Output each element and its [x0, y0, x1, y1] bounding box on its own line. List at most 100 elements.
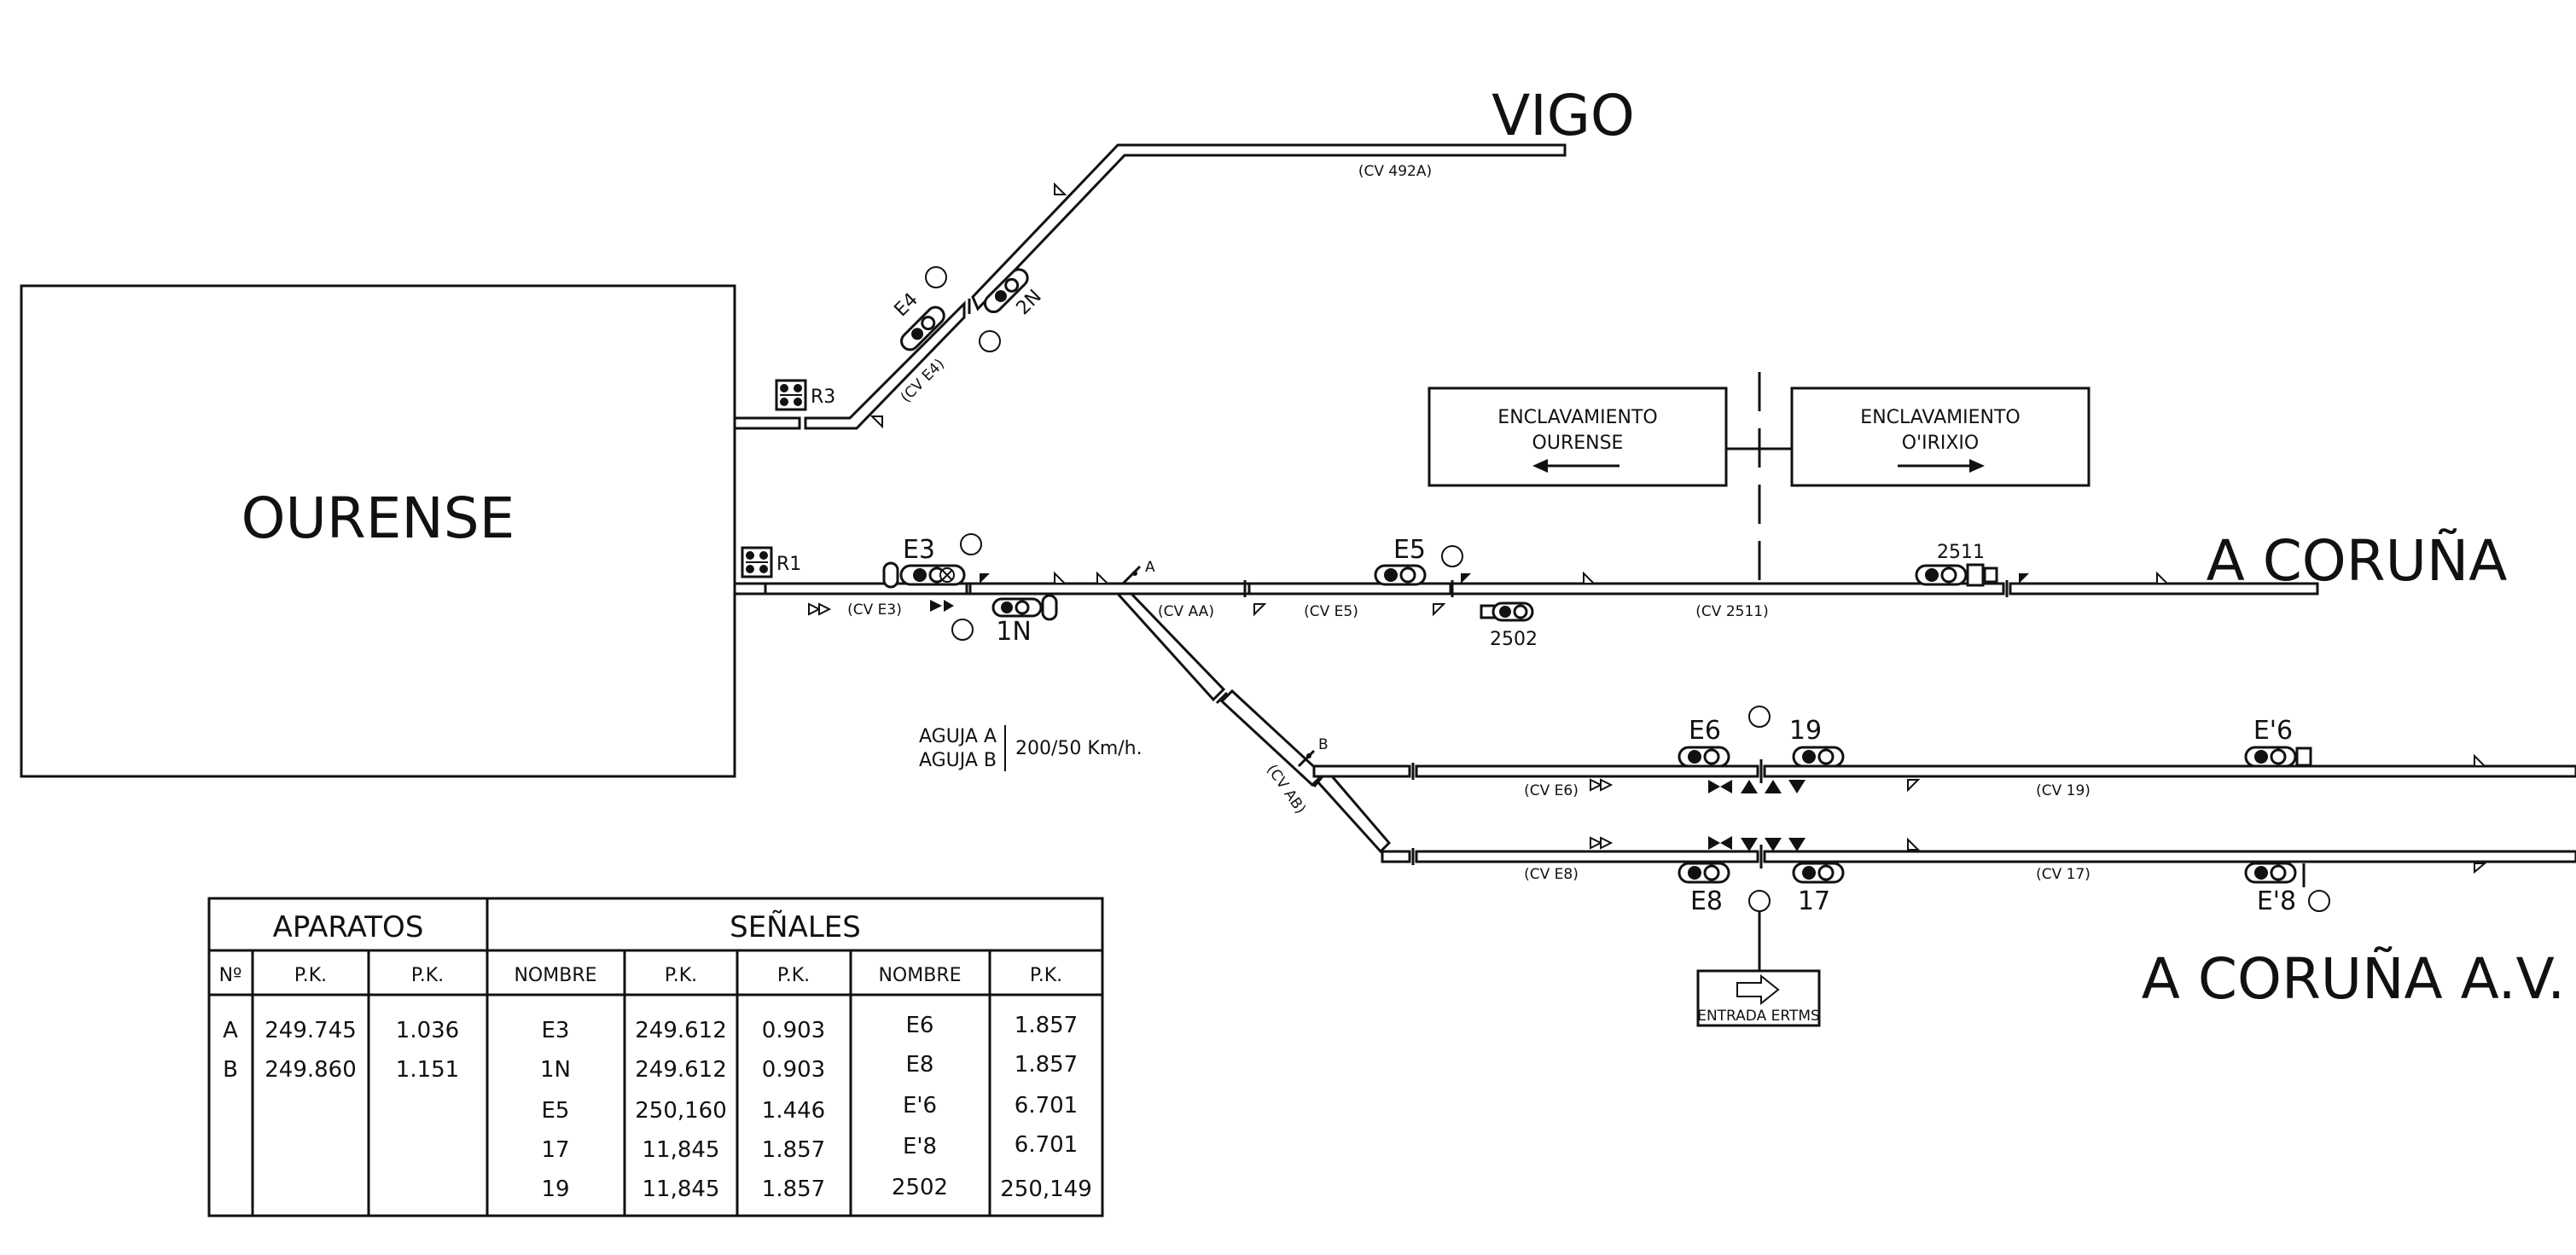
table-header-senales: SEÑALES	[730, 910, 861, 944]
signal-1n-label: 1N	[996, 617, 1032, 647]
signal-2502-label: 2502	[1490, 629, 1538, 650]
signal-2502	[1480, 601, 1534, 622]
a-coruna-av-label: A CORUÑA A.V.	[2142, 946, 2565, 1012]
signal-e6-prime	[2244, 746, 2312, 768]
switch-b-marker	[1297, 749, 1316, 768]
track-flags-lower	[1590, 753, 2487, 874]
interlocking-oirixio-line1: ENCLAVAMIENTO	[1860, 407, 2020, 428]
col-header-pk: P.K.	[294, 965, 327, 986]
switch-a-label: A	[1145, 559, 1155, 576]
signal-2511	[1915, 563, 2029, 587]
signal-e8-label: E8	[1690, 886, 1723, 916]
interlocking-ourense-line2: OURENSE	[1532, 433, 1624, 454]
table-cell: E6	[906, 1013, 934, 1038]
signal-2511-label: 2511	[1937, 542, 1985, 563]
signal-17	[1792, 862, 1845, 884]
ourense-station-box	[20, 284, 736, 778]
circuit-cv492a: (CV 492A)	[1358, 163, 1432, 180]
arrow-right-outline-icon	[1736, 973, 1780, 1006]
signal-e5-label: E5	[1393, 535, 1426, 565]
ertms-mark-e8-prime	[2308, 890, 2330, 912]
table-cell: 249.860	[265, 1057, 357, 1083]
col-header-no: Nº	[219, 965, 242, 986]
signal-e5	[1374, 564, 1471, 586]
ertms-mark-e5	[1441, 545, 1463, 567]
col-header-pk: P.K.	[411, 965, 444, 986]
circuit-cve8: (CV E8)	[1524, 866, 1579, 883]
speed-note-line1: AGUJA A	[919, 726, 997, 747]
ertms-mark-e6	[1748, 706, 1771, 728]
circuit-cvaa: (CV AA)	[1158, 603, 1214, 620]
table-cell: 2502	[892, 1175, 948, 1200]
table-cell: E'8	[903, 1134, 937, 1159]
interlocking-ourense-line1: ENCLAVAMIENTO	[1497, 407, 1657, 428]
ertms-entrance-box	[1696, 969, 1821, 1027]
boundary-line	[1726, 372, 1792, 580]
vigo-track	[733, 143, 1567, 430]
switch-a-marker	[1121, 565, 1142, 585]
table-cell: 17	[541, 1137, 569, 1163]
table-cell: E'6	[903, 1093, 937, 1118]
signal-e3	[882, 561, 966, 589]
signal-r1-label: R1	[776, 554, 801, 575]
signal-e6-prime-label: E'6	[2253, 716, 2293, 746]
table-cell: A	[223, 1018, 238, 1043]
signal-r3	[775, 379, 807, 411]
table-cell: 6.701	[1015, 1093, 1078, 1118]
interlocking-oirixio-box	[1790, 386, 2090, 487]
table-cell: 1.857	[1015, 1052, 1078, 1078]
ourense-label: OURENSE	[241, 485, 515, 551]
col-header-nombre: NOMBRE	[878, 965, 961, 986]
table-cell: 250,160	[635, 1098, 727, 1124]
col-header-pk: P.K.	[777, 965, 810, 986]
marker-e3	[980, 573, 990, 584]
signal-e8	[1678, 862, 1730, 884]
circuit-cve5: (CV E5)	[1304, 603, 1358, 620]
arrow-right-icon	[1898, 459, 1985, 473]
ertms-mark-2n	[979, 330, 1001, 352]
signal-e3-label: E3	[903, 535, 935, 565]
circuit-cve6: (CV E6)	[1524, 782, 1579, 799]
arrow-left-icon	[1532, 459, 1619, 473]
speed-note-value: 200/50 Km/h.	[1015, 738, 1143, 759]
table-cell: 11,845	[643, 1177, 720, 1202]
circuit-cv17: (CV 17)	[2036, 866, 2090, 883]
ertms-mark-1n	[951, 619, 974, 641]
interlocking-oirixio-line2: O'IRIXIO	[1902, 433, 1980, 454]
signal-e6	[1678, 746, 1730, 768]
table-cell: 1.857	[1015, 1013, 1078, 1038]
signal-e4	[900, 305, 945, 352]
switch-b-label: B	[1318, 736, 1329, 753]
table-cell: 1.151	[396, 1057, 459, 1083]
table-cell: 1.446	[762, 1098, 825, 1124]
speed-note-line2: AGUJA B	[919, 750, 997, 771]
table-cell: 1.857	[762, 1177, 825, 1202]
vigo-label: VIGO	[1492, 83, 1635, 148]
signal-e6-label: E6	[1689, 716, 1721, 746]
track-flags	[808, 182, 2170, 617]
ertms-mark-e3	[960, 533, 982, 555]
col-header-pk: P.K.	[1030, 965, 1062, 986]
switch-a-diverging-track	[1114, 592, 1392, 854]
col-header-nombre: NOMBRE	[514, 965, 596, 986]
col-header-pk: P.K.	[665, 965, 697, 986]
signal-r1	[741, 546, 773, 578]
ertms-balise-markers	[1708, 780, 1806, 851]
table-cell: 0.903	[762, 1057, 825, 1083]
ertms-mark-e8	[1748, 890, 1771, 912]
signal-e8-prime-label: E'8	[2257, 886, 2296, 916]
track-e6-19	[1312, 759, 2576, 783]
signal-r3-label: R3	[811, 386, 835, 408]
main-track	[733, 580, 2319, 597]
ertms-mark-e4	[925, 266, 947, 288]
data-table	[207, 897, 1104, 1217]
table-cell: 0.903	[762, 1018, 825, 1043]
table-cell: E8	[906, 1052, 934, 1078]
signal-e4-label: E4	[891, 289, 922, 321]
circuit-cve3: (CV E3)	[847, 601, 902, 619]
signal-e8-prime	[2244, 862, 2306, 887]
interlocking-ourense-box	[1428, 386, 1728, 487]
signal-19-label: 19	[1789, 716, 1822, 746]
table-cell: 249.612	[635, 1057, 727, 1083]
table-cell: 6.701	[1015, 1132, 1078, 1158]
